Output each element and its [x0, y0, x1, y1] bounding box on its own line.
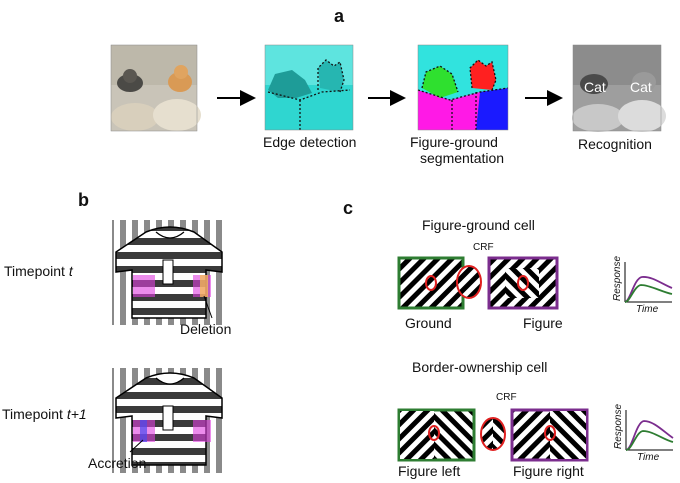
edge-detection-image	[264, 44, 354, 131]
panel-a-label: a	[334, 6, 345, 26]
panel-b-label: b	[78, 190, 89, 210]
response-plot-2	[625, 410, 674, 451]
figure-label: Figure	[523, 315, 563, 331]
shirt-timepoint-t1	[112, 368, 226, 473]
deletion-pointer	[203, 295, 213, 319]
crf-closeup-1	[456, 265, 482, 299]
figure-left-label: Figure left	[398, 463, 460, 479]
segmentation-image	[417, 44, 509, 131]
fg-cell-title: Figure-ground cell	[422, 217, 535, 233]
deletion-label: Deletion	[180, 321, 231, 337]
caption-recognition: Recognition	[578, 136, 652, 152]
shirt-timepoint-t	[112, 220, 226, 325]
response-plot-1	[624, 262, 673, 303]
caption-segmentation-2: segmentation	[420, 150, 504, 166]
crf-label-2: CRF	[496, 392, 517, 403]
recognition-image	[572, 44, 666, 132]
response-axis-label-2: Response	[613, 404, 624, 449]
figure-stimulus	[487, 256, 559, 310]
accretion-label: Accretion	[88, 455, 146, 471]
ground-label: Ground	[405, 315, 452, 331]
time-axis-label-2: Time	[637, 452, 660, 463]
recognition-label-cat-2: Cat	[630, 79, 652, 95]
crf-closeup-2	[480, 417, 506, 451]
figure-left-stimulus	[397, 408, 476, 462]
cats-photo	[110, 44, 201, 132]
bo-cell-title: Border-ownership cell	[412, 359, 547, 375]
figure-right-label: Figure right	[513, 463, 584, 479]
response-axis-label-1: Response	[612, 256, 623, 301]
recognition-label-cat-1: Cat	[584, 79, 606, 95]
timepoint-t-label: Timepoint t	[4, 263, 74, 279]
figure-right-stimulus	[510, 408, 589, 462]
crf-label-1: CRF	[473, 242, 494, 253]
ground-stimulus	[397, 256, 465, 310]
timepoint-t1-label: Timepoint t+1	[2, 406, 87, 422]
caption-edge-detection: Edge detection	[263, 134, 356, 150]
time-axis-label-1: Time	[636, 304, 659, 315]
caption-segmentation-1: Figure-ground	[410, 134, 498, 150]
panel-c-label: c	[343, 198, 353, 218]
accretion-pointer	[129, 439, 144, 453]
